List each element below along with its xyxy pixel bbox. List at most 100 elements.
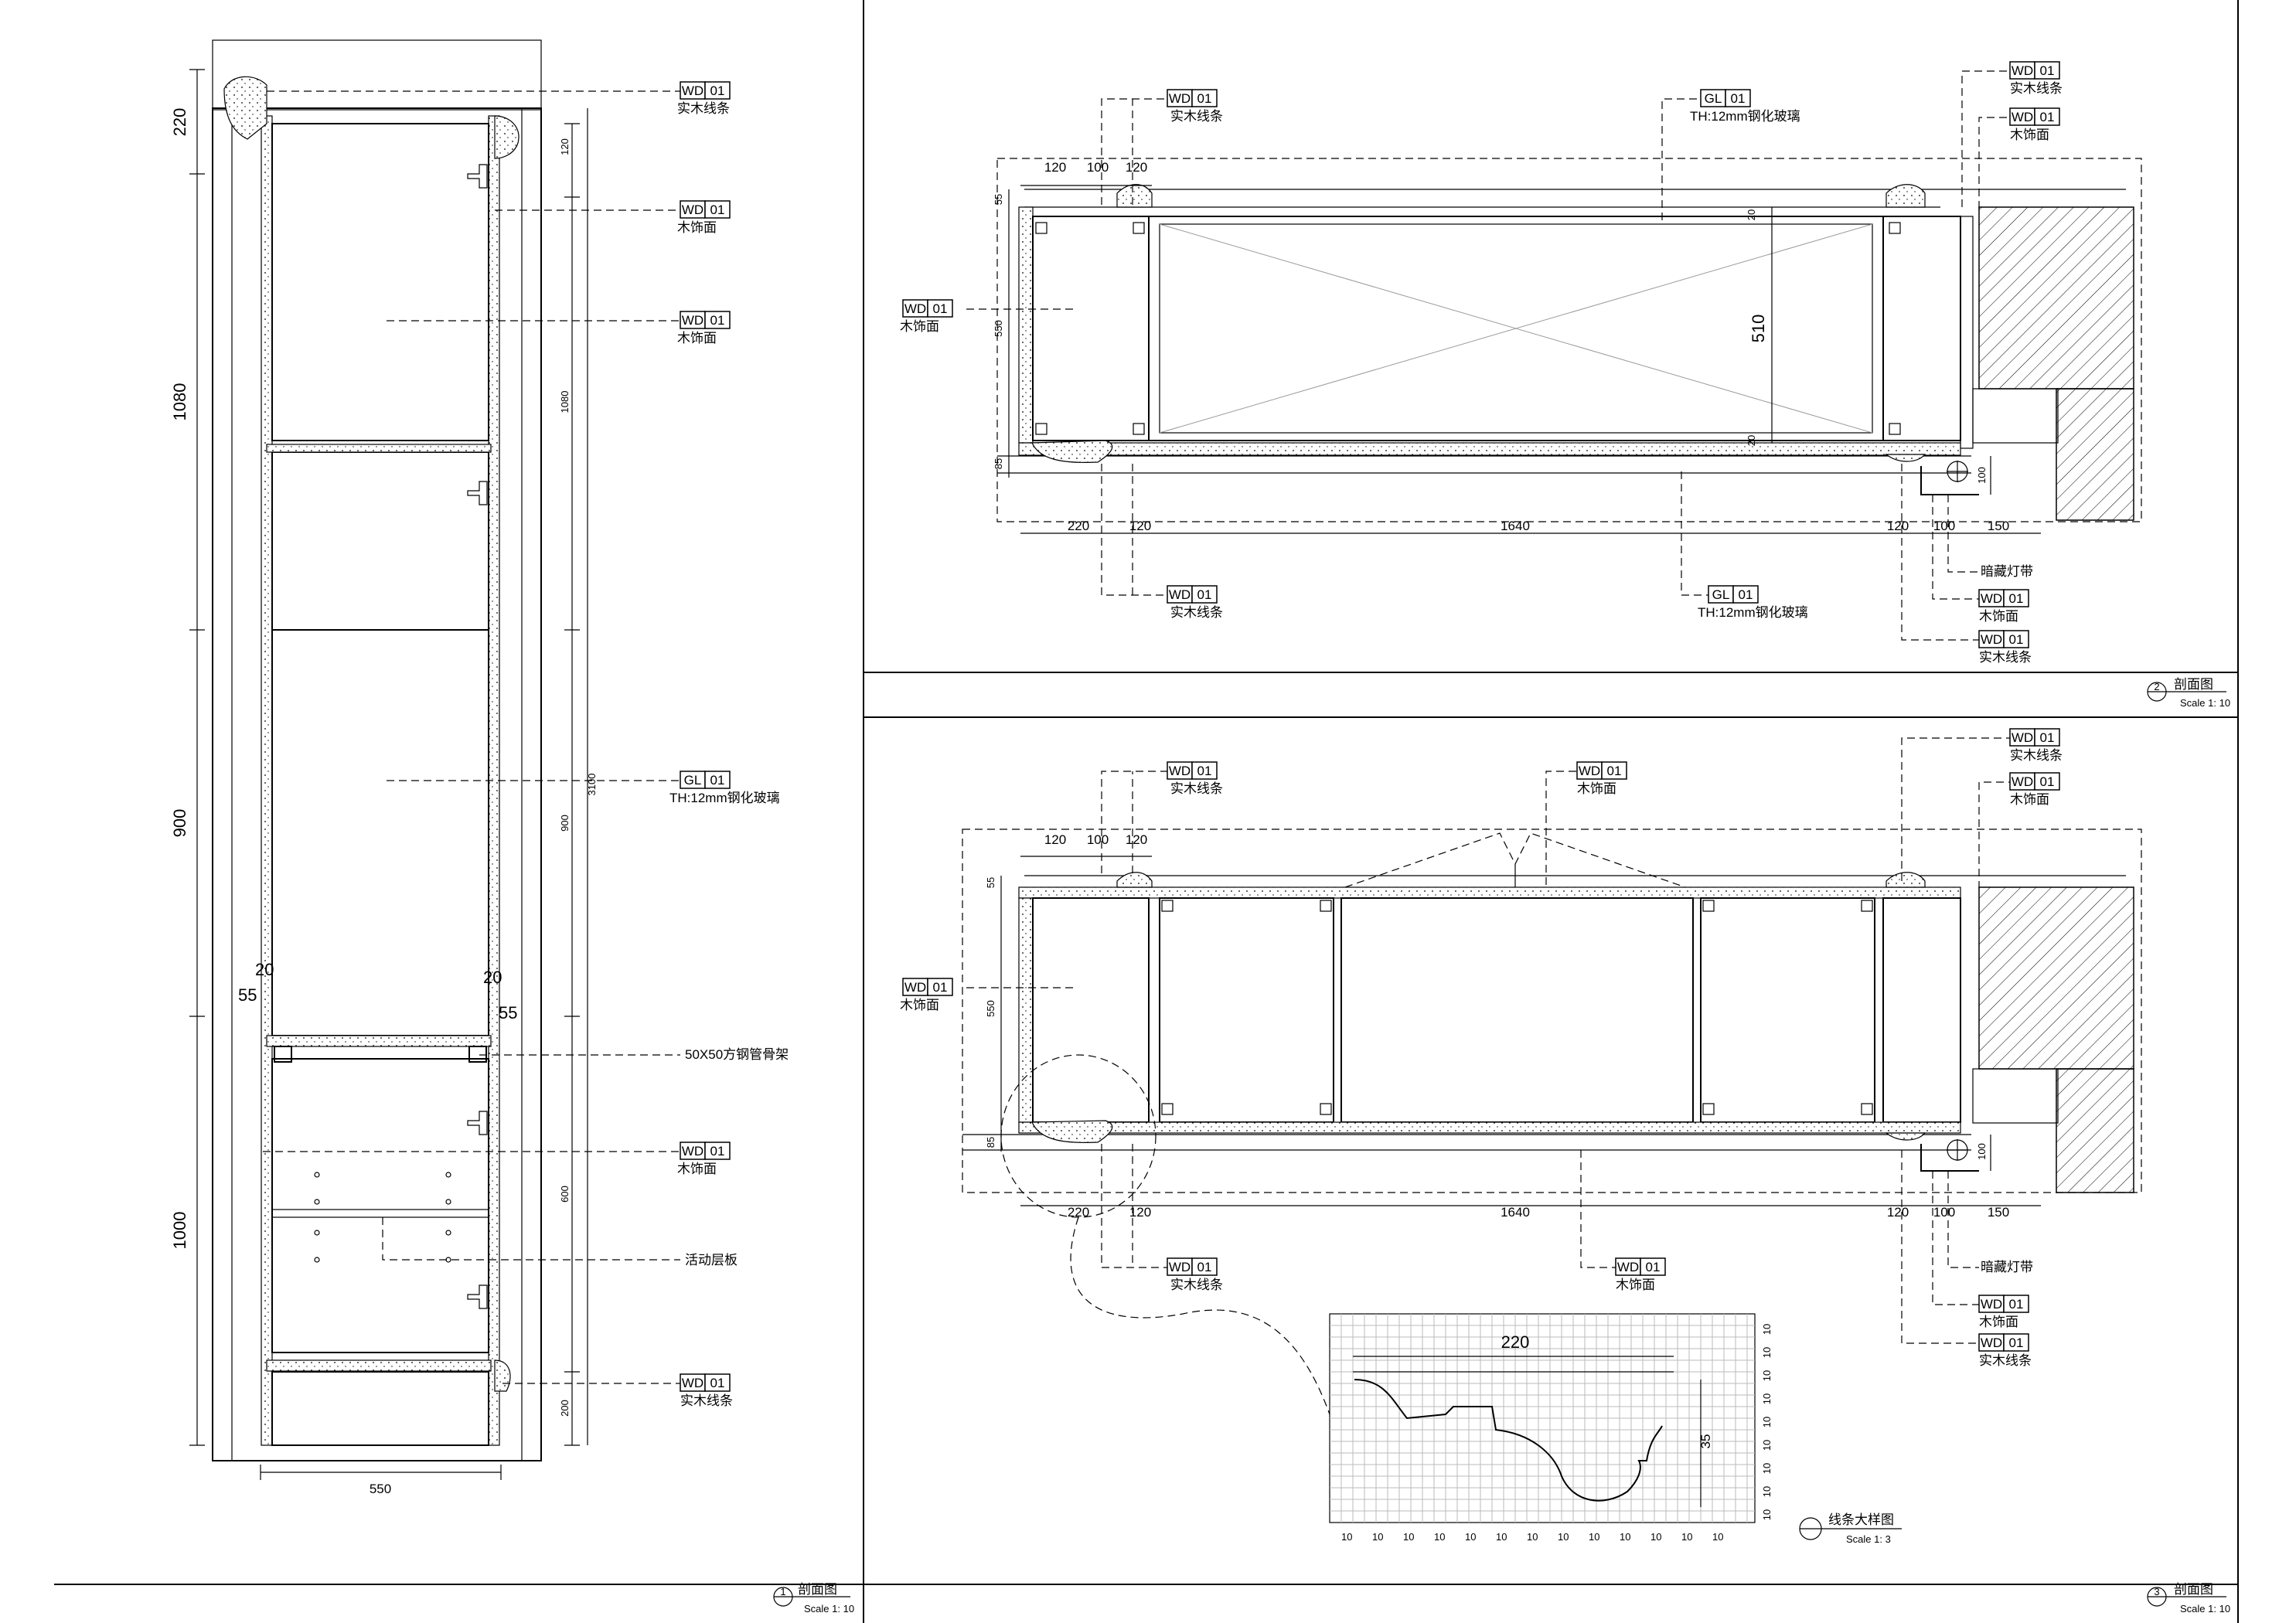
svg-text:木饰面: 木饰面 [1979, 1315, 2018, 1329]
shelf-pin-holes [314, 1172, 451, 1263]
svg-text:WD: WD [682, 1144, 703, 1159]
dim-s1-left-3: 900 [170, 809, 189, 838]
dim-s1-right-5: 200 [559, 1400, 571, 1417]
svg-text:GL: GL [684, 773, 702, 788]
svg-text:55: 55 [985, 877, 996, 888]
svg-text:100: 100 [1087, 160, 1109, 175]
svg-text:2: 2 [2154, 681, 2159, 692]
section-3-dims: 120 100 120 55 550 85 220 120 1640 120 1… [985, 832, 2041, 1220]
svg-text:WD: WD [1169, 587, 1191, 602]
grid-tick-label: 10 [1712, 1531, 1723, 1543]
section-2-title: 2 剖面图 Scale 1: 10 [2147, 677, 2230, 709]
detail-grid [1330, 1314, 1755, 1523]
svg-text:85: 85 [985, 1137, 996, 1148]
section-1-title-text: 剖面图 [798, 1582, 837, 1597]
svg-text:1: 1 [780, 1586, 785, 1597]
svg-text:WD: WD [1981, 632, 2002, 647]
svg-text:木饰面: 木饰面 [1979, 609, 2018, 624]
svg-text:20: 20 [1746, 435, 1757, 446]
grid-tick-label: 10 [1403, 1531, 1414, 1543]
svg-text:WD: WD [682, 313, 703, 328]
section-1-tag-shelf: 活动层板 [685, 1253, 738, 1267]
section-1-tag-square-tube: 50X50方钢管骨架 [685, 1047, 789, 1062]
svg-text:120: 120 [1129, 519, 1151, 533]
svg-text:WD: WD [1579, 764, 1600, 778]
section-1-dims-right: 120 1080 900 600 200 3100 [559, 108, 598, 1446]
svg-text:01: 01 [710, 1144, 725, 1159]
grid-tick-label: 10 [1761, 1486, 1773, 1497]
svg-text:GL: GL [1712, 587, 1730, 602]
svg-text:WD: WD [1981, 1297, 2002, 1312]
svg-text:WD: WD [2012, 63, 2033, 78]
svg-text:01: 01 [710, 83, 725, 98]
svg-text:01: 01 [2009, 1335, 2024, 1350]
svg-text:100: 100 [1087, 832, 1109, 847]
svg-text:85: 85 [993, 458, 1004, 469]
dim-s1-left-2: 1080 [170, 383, 189, 421]
grid-tick-label: 10 [1761, 1370, 1773, 1381]
svg-text:GL: GL [1705, 91, 1722, 106]
section-2-title-text: 剖面图 [2174, 677, 2213, 692]
section-3-leaders [966, 737, 2010, 1344]
dim-s1-side-left: 55 [238, 985, 257, 1005]
dim-s1-right-4: 600 [559, 1186, 571, 1203]
svg-text:150: 150 [1988, 1205, 2009, 1220]
svg-text:WD: WD [904, 301, 926, 316]
svg-text:TH:12mm钢化玻璃: TH:12mm钢化玻璃 [1690, 109, 1800, 124]
svg-text:100: 100 [1933, 519, 1955, 533]
svg-text:实木线条: 实木线条 [1170, 781, 1223, 796]
svg-text:活动层板: 活动层板 [685, 1253, 738, 1267]
section-1-drawing [212, 39, 542, 1461]
svg-text:01: 01 [1197, 587, 1212, 602]
section-2-leaders [966, 70, 2010, 641]
svg-text:WD: WD [2012, 774, 2033, 789]
svg-text:01: 01 [2040, 110, 2055, 124]
grid-tick-label: 10 [1527, 1531, 1538, 1543]
svg-text:木饰面: 木饰面 [677, 331, 717, 345]
svg-text:120: 120 [1129, 1205, 1151, 1220]
s2-tag-hidden-light: 暗藏灯带 [1981, 564, 2033, 579]
svg-text:实木线条: 实木线条 [1170, 605, 1223, 620]
svg-text:实木线条: 实木线条 [2010, 748, 2063, 763]
svg-text:120: 120 [1887, 519, 1909, 533]
svg-text:1640: 1640 [1501, 519, 1530, 533]
s3-tag-hidden-light: 暗藏灯带 [1981, 1260, 2033, 1274]
svg-text:1640: 1640 [1501, 1205, 1530, 1220]
svg-text:WD: WD [904, 980, 926, 995]
svg-text:120: 120 [1044, 160, 1066, 175]
section-3-scale: Scale 1: 10 [2180, 1603, 2230, 1614]
dim-s1-total: 3100 [586, 774, 598, 796]
svg-text:150: 150 [1988, 519, 2009, 533]
svg-text:实木线条: 实木线条 [1170, 1278, 1223, 1292]
hinge-icons [467, 164, 488, 1309]
svg-text:550: 550 [993, 320, 1004, 337]
svg-text:120: 120 [1126, 832, 1147, 847]
svg-text:WD: WD [682, 83, 703, 98]
svg-text:实木线条: 实木线条 [677, 101, 730, 116]
svg-text:暗藏灯带: 暗藏灯带 [1981, 1260, 2033, 1274]
grid-tick-label: 10 [1650, 1531, 1661, 1543]
section-1-dims-left: 220 1080 900 1000 [170, 69, 205, 1446]
dim-s1-gap-left: 20 [255, 960, 274, 979]
section-1-leaders [263, 90, 680, 1384]
svg-text:WD: WD [1169, 1260, 1191, 1274]
grid-tick-label: 10 [1761, 1347, 1773, 1358]
svg-text:TH:12mm钢化玻璃: TH:12mm钢化玻璃 [1698, 605, 1808, 620]
